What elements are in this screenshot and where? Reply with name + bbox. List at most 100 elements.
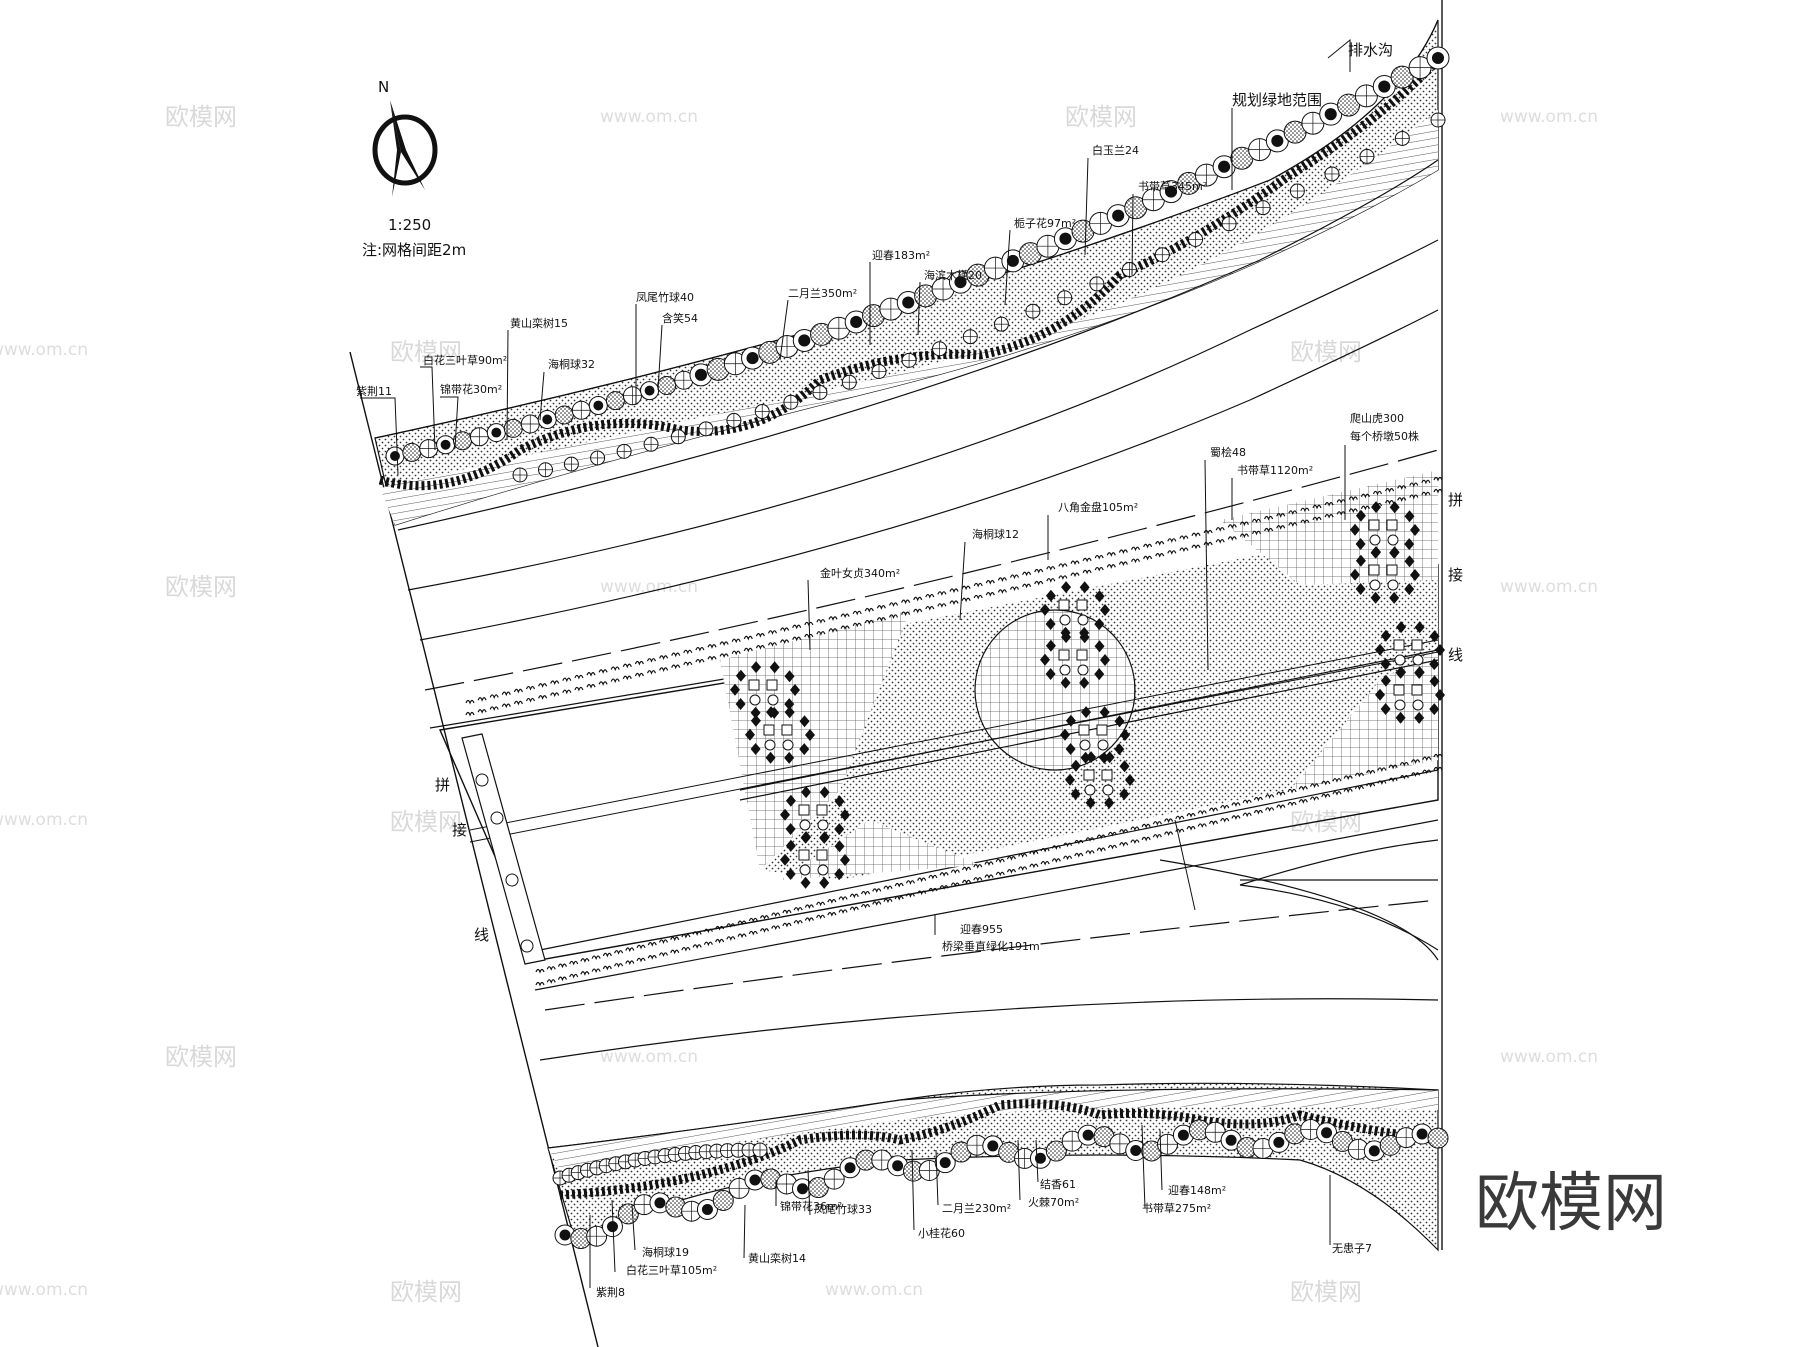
- hedge-symbol: [1197, 823, 1207, 829]
- climber-plant: [785, 822, 796, 835]
- hedge-symbol: [1141, 823, 1151, 829]
- hedge-symbol: [917, 890, 927, 896]
- watermark-url: www.om.cn: [600, 577, 698, 597]
- climber-plant: [1380, 657, 1391, 670]
- hedge-symbol: [715, 925, 725, 931]
- hedge-symbol: [731, 638, 741, 644]
- plant-label: 海桐球32: [548, 357, 595, 371]
- hedge-symbol: [1085, 837, 1095, 842]
- hedge-symbol: [793, 907, 803, 912]
- hedge-symbol: [681, 946, 691, 952]
- pier-column: [799, 864, 811, 876]
- spine-connector: [1174, 819, 1196, 911]
- climber-plant: [834, 840, 845, 853]
- hedge-symbol: [973, 594, 983, 600]
- climber-plant: [805, 729, 815, 741]
- hedge-symbol: [1141, 836, 1151, 842]
- hedge-symbol: [995, 858, 1005, 864]
- climber-plant: [1060, 676, 1071, 689]
- hedge-symbol: [610, 666, 620, 672]
- bridge-grid-left: [720, 610, 910, 870]
- climber-plant: [1094, 668, 1105, 681]
- climber-plant: [1380, 674, 1391, 687]
- watermark-logo: 欧模网: [390, 338, 462, 366]
- watermark-logo: 欧模网: [165, 1043, 237, 1071]
- hedge-symbol: [692, 931, 702, 936]
- climber-plant: [730, 683, 741, 696]
- bridge-grid-right-top: [1220, 470, 1438, 585]
- leader-line: [1004, 229, 1011, 306]
- plant-label: 海桐球12: [972, 527, 1019, 541]
- splice-line-right: 拼 接 线: [1448, 491, 1463, 664]
- climber-plant: [785, 794, 796, 807]
- hedge-symbol: [1096, 847, 1106, 853]
- hedge-symbol: [1063, 842, 1073, 848]
- hedge-symbol: [625, 960, 635, 966]
- climber-plant: [1410, 524, 1420, 536]
- hedge-symbol: [928, 874, 938, 880]
- climber-plant: [780, 808, 791, 821]
- hedge-symbol: [782, 922, 792, 928]
- hedge-symbol: [489, 694, 499, 700]
- hedge-symbol: [1143, 543, 1153, 549]
- hedge-symbol: [984, 874, 994, 880]
- plant-label: 排水沟: [1348, 41, 1393, 59]
- hedge-symbol: [1309, 796, 1320, 802]
- hedge-symbol: [1208, 807, 1219, 813]
- hedge-symbol: [780, 627, 790, 633]
- hedge-symbol: [961, 597, 971, 603]
- hedge-symbol: [1058, 563, 1068, 569]
- climber-plant: [1429, 658, 1440, 671]
- climber-plant: [1371, 501, 1382, 514]
- climber-plant: [1085, 796, 1096, 809]
- hedge-symbol: [804, 904, 814, 910]
- hedge-symbol: [1287, 801, 1297, 807]
- pier-column: [1369, 579, 1381, 591]
- hedge-symbol: [1040, 847, 1050, 853]
- climber-plant: [1396, 621, 1407, 634]
- pier-column: [1058, 599, 1070, 611]
- climber-plant: [1099, 706, 1110, 719]
- tree-symbol: [1427, 1127, 1449, 1149]
- climber-plant: [780, 853, 791, 866]
- hedge-symbol: [917, 877, 927, 883]
- hedge-symbol: [864, 607, 874, 613]
- hedge-symbol: [1082, 569, 1092, 575]
- hedge-symbol: [1208, 820, 1219, 826]
- hedge-symbol: [610, 678, 620, 684]
- hedge-symbol: [864, 619, 874, 625]
- hedge-symbol: [1410, 772, 1421, 777]
- hedge-symbol: [1321, 780, 1331, 786]
- tree-symbol: [712, 1189, 734, 1211]
- hedge-symbol: [950, 882, 960, 888]
- pier-column: [1076, 649, 1088, 661]
- climber-plant: [1114, 715, 1125, 728]
- climber-plant: [1114, 743, 1125, 756]
- hedge-symbol: [703, 941, 713, 947]
- hedge-symbol: [1421, 479, 1431, 485]
- splice-char: 拼: [435, 776, 450, 794]
- climber-plant: [1404, 510, 1415, 523]
- hedge-symbol: [598, 681, 608, 686]
- climber-plant: [1375, 643, 1386, 656]
- south-green-belt: [547, 1082, 1439, 1252]
- hedge-symbol: [1152, 821, 1162, 826]
- plant-label: 紫荆11: [356, 385, 392, 398]
- hedge-symbol: [995, 871, 1005, 877]
- hedge-symbol: [997, 589, 1007, 594]
- watermark-logo: 欧模网: [1290, 1278, 1362, 1306]
- climber-plant: [1120, 729, 1130, 741]
- climber-plant: [801, 786, 812, 799]
- hedge-symbol: [1343, 775, 1353, 781]
- pier-column: [766, 679, 778, 691]
- hedge-symbol: [1242, 812, 1252, 818]
- climber-plant: [1404, 538, 1415, 551]
- hedge-symbol: [949, 600, 959, 606]
- plant-label: 凤尾竹球33: [814, 1202, 872, 1216]
- climber-plant: [819, 876, 830, 889]
- hedge-symbol: [659, 667, 669, 673]
- hedge-symbol: [985, 580, 995, 585]
- leader-line: [440, 396, 459, 449]
- climber-plant: [1371, 546, 1382, 559]
